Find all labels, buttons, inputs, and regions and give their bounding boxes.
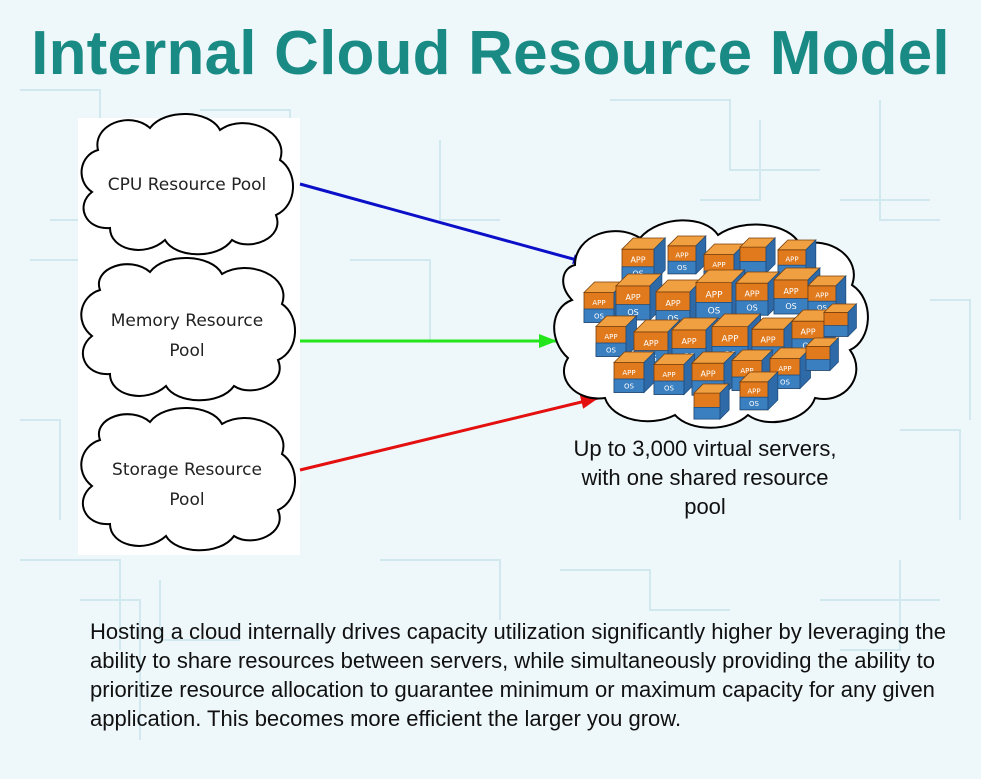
memory-pool-cloud xyxy=(80,257,296,402)
virtual-server-box: APP OS xyxy=(695,269,746,320)
box-app-label: APP xyxy=(662,371,675,379)
virtual-server-box: APP OS xyxy=(653,353,696,396)
memory-pool-label-line1: Memory Resource xyxy=(110,311,264,331)
virtual-server-box xyxy=(693,383,731,421)
box-app-label: APP xyxy=(778,365,791,373)
cpu-arrow xyxy=(299,182,585,264)
virtual-server-box xyxy=(805,337,840,372)
storage-arrow xyxy=(299,395,599,472)
virtual-server-box: APP OS xyxy=(667,235,707,275)
box-app-label: APP xyxy=(630,256,645,265)
box-os-label: OS xyxy=(749,400,760,408)
virtual-server-box xyxy=(823,303,858,338)
box-os-label: OS xyxy=(677,264,688,272)
virtual-server-box: APP OS xyxy=(615,273,663,321)
box-app-label: APP xyxy=(604,333,617,341)
box-os-label: OS xyxy=(785,302,796,311)
storage-pool-cloud xyxy=(80,407,296,552)
box-os-label: OS xyxy=(817,304,828,312)
box-app-label: APP xyxy=(721,335,739,345)
box-app-label: APP xyxy=(815,292,828,300)
box-os-label: OS xyxy=(624,382,635,390)
box-app-label: APP xyxy=(625,293,640,302)
cpu-pool-label: CPU Resource Pool xyxy=(82,170,292,200)
box-app-label: APP xyxy=(705,291,723,301)
cpu-pool-cloud xyxy=(80,113,294,256)
box-app-label: APP xyxy=(700,370,715,379)
virtual-server-box: APP OS xyxy=(613,351,656,394)
box-os-label: OS xyxy=(780,378,791,386)
virtual-server-box xyxy=(739,237,777,275)
box-os-label: OS xyxy=(746,304,757,313)
box-app-label: APP xyxy=(760,336,775,345)
storage-pool-label-line1: Storage Resource xyxy=(112,460,262,480)
page-title: Internal Cloud Resource Model xyxy=(31,19,950,88)
box-app-label: APP xyxy=(712,261,725,269)
storage-pool-label: Storage Resource Pool xyxy=(84,455,290,515)
virtual-server-box: APP OS xyxy=(739,371,779,411)
box-os-label: OS xyxy=(606,346,617,354)
box-app-label: APP xyxy=(643,339,658,348)
storage-pool-label-line2: Pool xyxy=(169,490,205,510)
box-app-label: APP xyxy=(740,367,753,375)
shared-pool-caption: Up to 3,000 virtual servers, with one sh… xyxy=(573,436,837,519)
virtual-server-box: APP OS xyxy=(595,315,638,358)
virtual-server-boxes: APP OS APP OS APP OS APP OS APP OS APP OS APP OS APP OS… xyxy=(583,235,858,421)
box-app-label: APP xyxy=(665,299,680,308)
box-app-label: APP xyxy=(592,299,605,307)
box-app-label: APP xyxy=(675,252,688,260)
box-os-label: OS xyxy=(667,314,678,323)
cpu-pool-label-line1: CPU Resource Pool xyxy=(107,175,267,195)
box-app-label: APP xyxy=(783,287,798,296)
memory-pool-label: Memory Resource Pool xyxy=(84,306,290,366)
box-os-label: OS xyxy=(594,312,605,320)
box-app-label: APP xyxy=(681,337,696,346)
memory-pool-label-line2: Pool xyxy=(169,341,205,361)
description-text: Hosting a cloud internally drives capaci… xyxy=(90,619,947,731)
box-app-label: APP xyxy=(785,256,798,264)
box-os-label: OS xyxy=(664,384,675,392)
box-app-label: APP xyxy=(622,369,635,377)
box-app-label: APP xyxy=(800,328,815,337)
virtual-server-box: APP OS xyxy=(735,271,781,317)
box-app-label: APP xyxy=(747,388,760,396)
box-os-label: OS xyxy=(708,307,721,317)
box-os-label: OS xyxy=(627,308,638,317)
box-app-label: APP xyxy=(744,290,759,299)
